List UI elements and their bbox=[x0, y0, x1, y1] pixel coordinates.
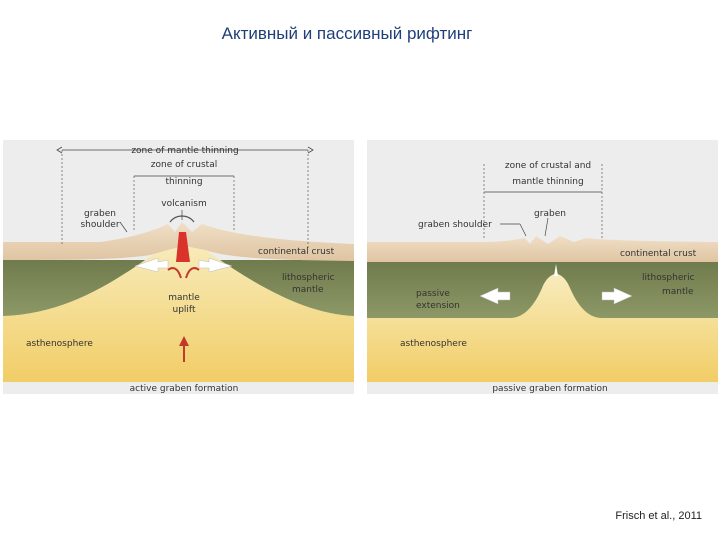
label-right-continental-crust: continental crust bbox=[620, 249, 697, 259]
label-right-lithospheric-2: mantle bbox=[662, 287, 694, 297]
caption-passive-graben: passive graben formation bbox=[492, 384, 607, 394]
caption-active-graben: active graben formation bbox=[130, 384, 239, 394]
left-arrow-west bbox=[134, 257, 169, 273]
right-mantle-bulge bbox=[367, 274, 718, 382]
label-left-asthenosphere: asthenosphere bbox=[26, 339, 93, 349]
mantle-thinning-arrow-left bbox=[56, 146, 63, 154]
label-volcanism: volcanism bbox=[161, 199, 206, 209]
left-arrow-east bbox=[198, 257, 233, 273]
left-mantle-uplift bbox=[3, 241, 354, 382]
label-right-graben-shoulder: graben shoulder bbox=[418, 220, 492, 230]
label-left-lithospheric-2: mantle bbox=[292, 285, 324, 295]
right-intrusion bbox=[554, 264, 558, 276]
label-left-continental-crust: continental crust bbox=[258, 247, 335, 257]
red-curved-arrow-left bbox=[167, 267, 182, 279]
passive-rifting-panel: zone of crustal and mantle thinning grab… bbox=[367, 140, 718, 394]
source-credit: Frisch et al., 2011 bbox=[615, 510, 702, 522]
right-arrow-west bbox=[479, 287, 511, 305]
label-zone-crustal-thinning-1: zone of crustal bbox=[151, 160, 217, 170]
label-zone-mantle-thinning: zone of mantle thinning bbox=[131, 146, 238, 156]
label-mantle-uplift-2: uplift bbox=[173, 305, 196, 315]
graben-shoulder-leader bbox=[119, 221, 128, 233]
slide-title: Активный и пассивный рифтинг bbox=[221, 24, 473, 43]
label-passive-extension-1: passive bbox=[416, 289, 450, 299]
magma-conduit bbox=[176, 232, 190, 262]
label-left-lithospheric-1: lithospheric bbox=[282, 273, 335, 283]
graben-leader bbox=[544, 217, 549, 237]
mantle-thinning-arrow-right bbox=[307, 146, 314, 154]
label-right-asthenosphere: asthenosphere bbox=[400, 339, 467, 349]
label-mantle-uplift-1: mantle bbox=[168, 293, 200, 303]
label-passive-extension-2: extension bbox=[416, 301, 460, 311]
graben-shoulder-leader-v bbox=[519, 223, 527, 237]
active-rifting-panel: zone of mantle thinning zone of crustal … bbox=[3, 140, 354, 394]
rifting-figure: zone of mantle thinning zone of crustal … bbox=[3, 140, 718, 394]
label-zone-crustal-mantle-2: mantle thinning bbox=[512, 177, 583, 187]
right-continental-crust bbox=[367, 236, 718, 262]
label-zone-crustal-thinning-2: thinning bbox=[165, 177, 202, 187]
label-graben: graben bbox=[534, 209, 566, 219]
label-zone-crustal-mantle-1: zone of crustal and bbox=[505, 161, 591, 171]
label-graben-shoulder-1: graben bbox=[84, 209, 116, 219]
label-graben-shoulder-2: shoulder bbox=[80, 220, 119, 230]
upwelling-arrow-head bbox=[179, 336, 189, 346]
label-right-lithospheric-1: lithospheric bbox=[642, 273, 695, 283]
right-arrow-east bbox=[601, 287, 633, 305]
red-curved-arrow-right bbox=[185, 267, 200, 279]
